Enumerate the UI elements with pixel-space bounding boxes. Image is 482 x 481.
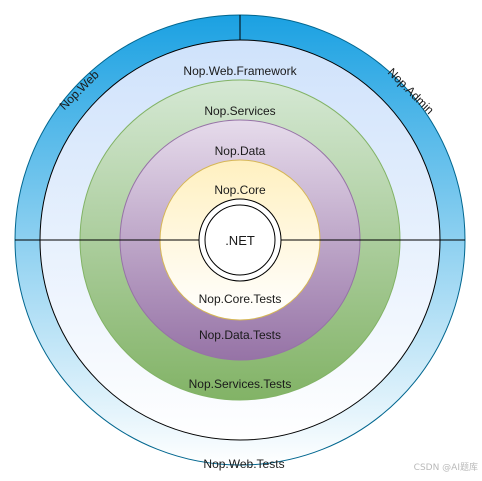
label-net: .NET — [225, 233, 255, 248]
label-nop-core: Nop.Core — [214, 183, 266, 197]
label-nop-core-tests: Nop.Core.Tests — [199, 292, 282, 306]
label-nop-services: Nop.Services — [204, 104, 275, 118]
label-nop-web-tests: Nop.Web.Tests — [203, 457, 284, 471]
label-nop-web-framework: Nop.Web.Framework — [183, 64, 297, 78]
label-nop-data: Nop.Data — [215, 144, 266, 158]
label-nop-services-tests: Nop.Services.Tests — [189, 377, 292, 391]
net-inner-circle — [204, 204, 276, 276]
label-nop-data-tests: Nop.Data.Tests — [199, 328, 281, 342]
watermark: CSDN @AI题库 — [413, 463, 478, 473]
